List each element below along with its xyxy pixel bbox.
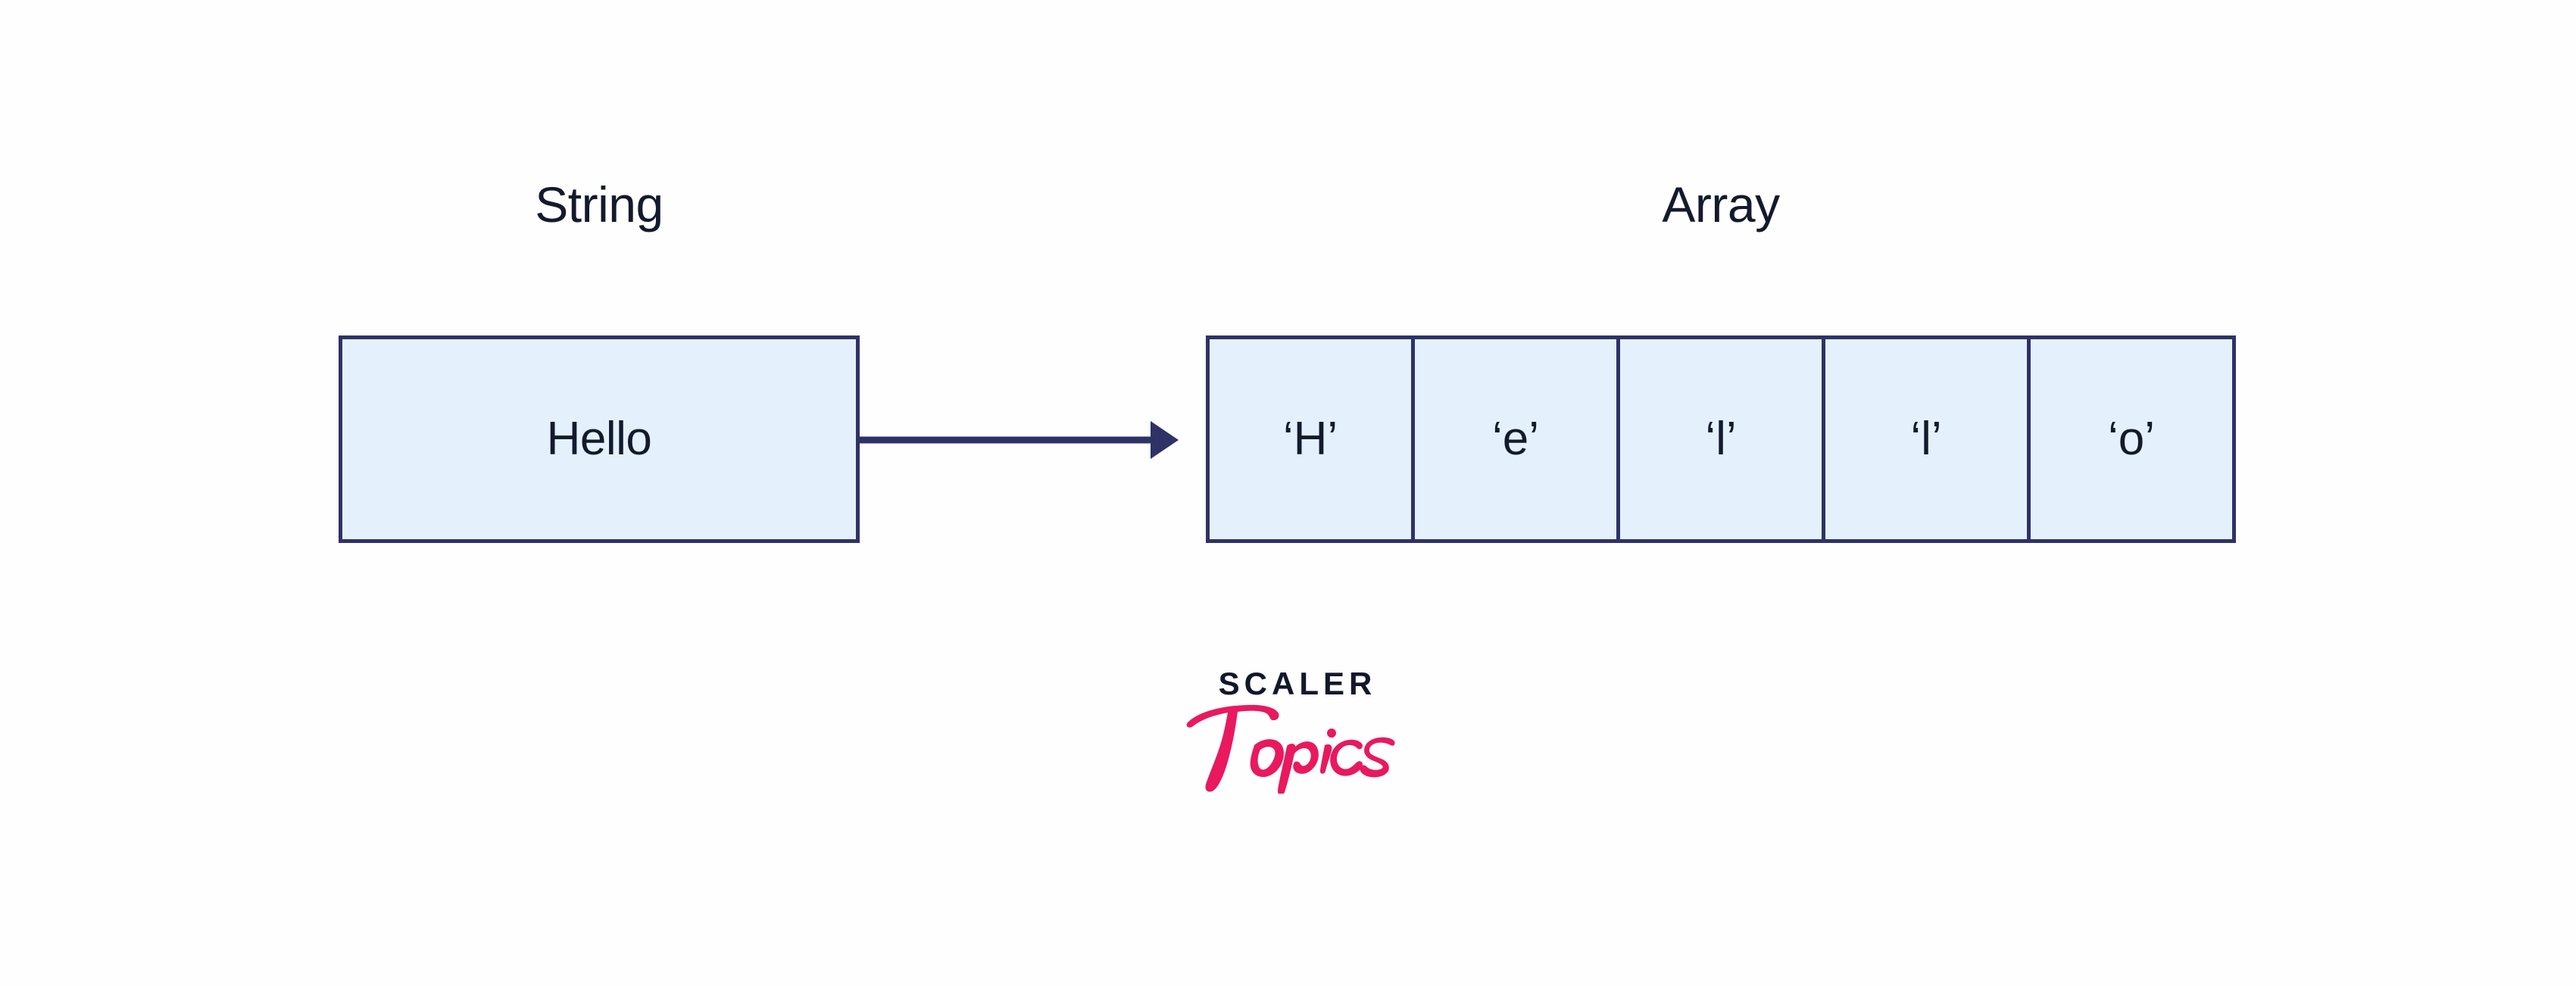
array-section-label: Array: [1662, 176, 1780, 232]
array-cell-text: ‘l’: [1705, 413, 1737, 465]
array-cell-text: ‘H’: [1282, 413, 1338, 465]
arrow-right-icon: [857, 413, 1182, 466]
scaler-wordmark: SCALER: [1218, 666, 1377, 701]
array-cell-text: ‘e’: [1491, 413, 1540, 465]
array-cell: ‘e’: [1415, 339, 1620, 539]
string-section-label: String: [535, 176, 664, 232]
array-cell: ‘l’: [1620, 339, 1825, 539]
topics-script-wordmark: [1113, 695, 1477, 794]
array-row: ‘H’ ‘e’ ‘l’ ‘l’ ‘o’: [1206, 335, 2236, 543]
scaler-topics-logo: SCALER: [1113, 668, 1477, 819]
array-cell: ‘l’: [1825, 339, 2031, 539]
string-box: Hello: [339, 335, 860, 543]
array-cell: ‘H’: [1210, 339, 1415, 539]
array-cell: ‘o’: [2031, 339, 2232, 539]
array-cell-text: ‘l’: [1910, 413, 1942, 465]
array-cell-text: ‘o’: [2107, 413, 2156, 465]
string-value: Hello: [546, 413, 652, 465]
